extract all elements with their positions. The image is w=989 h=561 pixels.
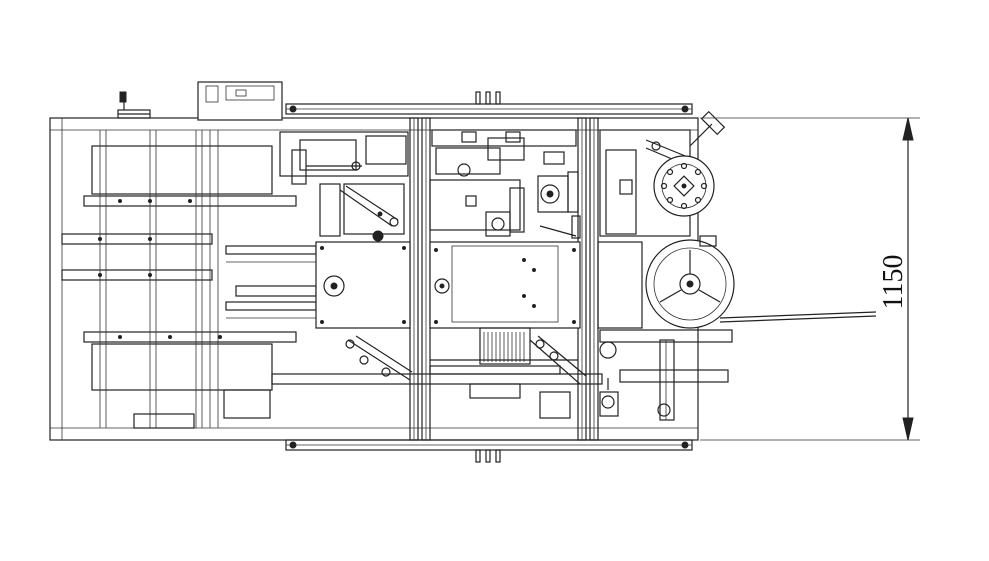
leader-line [719,311,877,323]
right-lower-guides [597,241,675,421]
dimension-label: 1150 [878,255,909,310]
carton-magazine [61,130,297,429]
linkage-arms [345,335,587,385]
adjustment-handwheel [645,235,735,329]
top-rail [285,91,693,115]
left-drive-plate [315,241,411,329]
width-dimension [700,117,920,441]
bottom-rail [285,439,693,463]
gear-comb [469,327,571,419]
control-panel-box [197,81,283,121]
upper-mechanism [279,129,581,242]
hand-crank [117,91,151,119]
center-drive-plate [429,241,581,329]
label-reel [653,155,715,217]
lever-handle [689,110,726,147]
